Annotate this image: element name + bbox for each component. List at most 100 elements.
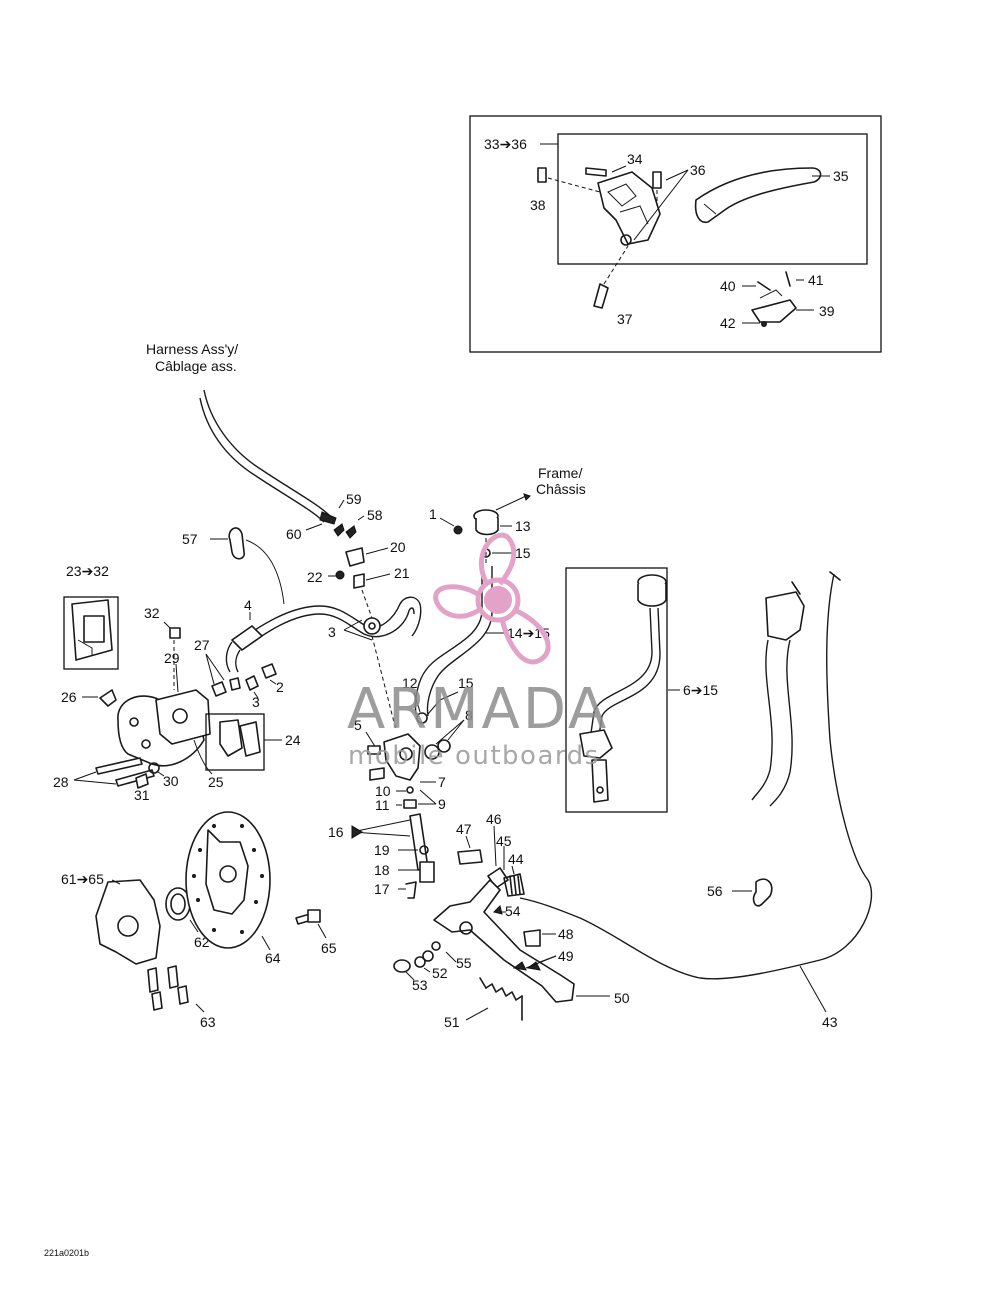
callout-3-lower: 3 <box>252 694 260 710</box>
caliper-group: 23➔32 32 29 26 27 2 3 24 <box>53 563 301 803</box>
hose-clip-part <box>228 527 245 560</box>
brake-pads-frame <box>205 713 265 771</box>
callout-45: 45 <box>496 833 512 849</box>
brake-pad-right <box>239 721 261 757</box>
brake-switch-part <box>345 547 365 567</box>
watermark-logo-hub <box>475 577 521 623</box>
callout-63: 63 <box>200 1014 216 1030</box>
callout-23-32: 23➔32 <box>66 563 109 579</box>
master-cylinder-group: 12 15 8 5 7 10 11 9 16 19 18 17 <box>328 675 474 899</box>
callout-35: 35 <box>833 168 849 184</box>
callout-51: 51 <box>444 1014 460 1030</box>
hub-disc-group: 61➔65 62 64 65 63 <box>61 811 337 1030</box>
frame-caption-line2: Châssis <box>536 481 586 497</box>
callout-53: 53 <box>412 977 428 993</box>
harness-caption-line2: Câblage ass. <box>155 358 237 374</box>
callout-37: 37 <box>617 311 633 327</box>
callout-42: 42 <box>720 315 736 331</box>
callout-17: 17 <box>374 881 390 897</box>
callout-49: 49 <box>558 948 574 964</box>
callout-15-mid: 15 <box>458 675 474 691</box>
callout-47: 47 <box>456 821 472 837</box>
callout-25: 25 <box>208 774 224 790</box>
callout-15-top: 15 <box>515 545 531 561</box>
callout-4: 4 <box>244 597 252 613</box>
brake-pad-left <box>219 719 243 757</box>
brake-lever-part <box>694 167 822 224</box>
callout-46: 46 <box>486 811 502 827</box>
callout-18: 18 <box>374 862 390 878</box>
spring-part <box>593 283 609 309</box>
inset-outer-frame <box>469 115 882 353</box>
handlebar-switch-part <box>765 591 805 641</box>
harness-caption-line1: Harness Ass'y/ <box>146 341 238 357</box>
callout-41: 41 <box>808 272 824 288</box>
callout-54: 54 <box>505 903 521 919</box>
callout-13: 13 <box>515 518 531 534</box>
callout-36: 36 <box>690 162 706 178</box>
callout-59: 59 <box>346 491 362 507</box>
brake-pedal-group: 47 46 45 44 54 48 49 50 55 52 <box>393 811 630 1030</box>
callout-61-65: 61➔65 <box>61 871 104 887</box>
callout-9: 9 <box>438 796 446 812</box>
callout-29: 29 <box>164 650 180 666</box>
callout-55: 55 <box>456 955 472 971</box>
callout-11: 11 <box>375 797 390 813</box>
callout-3-upper: 3 <box>328 624 336 640</box>
callout-19: 19 <box>374 842 390 858</box>
inset-inner-frame <box>557 133 868 265</box>
callout-30: 30 <box>163 773 179 789</box>
callout-56: 56 <box>707 883 723 899</box>
callout-33-36: 33➔36 <box>484 136 527 152</box>
callout-21: 21 <box>394 565 410 581</box>
rear-master-cylinder-group: 6➔15 <box>565 567 718 813</box>
caliper-body-part <box>155 689 211 745</box>
callout-43: 43 <box>822 1014 838 1030</box>
callout-32: 32 <box>144 605 160 621</box>
frame-caption-line1: Frame/ <box>538 465 582 481</box>
brake-line-group: 57 4 3 58 20 22 21 <box>182 507 422 731</box>
cable-group: 43 56 <box>519 571 873 1030</box>
callout-50: 50 <box>614 990 630 1006</box>
callout-48: 48 <box>558 926 574 942</box>
callout-52: 52 <box>432 965 448 981</box>
callout-2: 2 <box>276 679 284 695</box>
lever-housing-part <box>597 171 661 245</box>
callout-58: 58 <box>367 507 383 523</box>
callout-57: 57 <box>182 531 198 547</box>
pin-part <box>537 167 547 183</box>
callout-10: 10 <box>375 783 391 799</box>
callout-16: 16 <box>328 824 344 840</box>
callout-22: 22 <box>307 569 323 585</box>
callout-26: 26 <box>61 689 77 705</box>
callout-38: 38 <box>530 197 546 213</box>
callout-60: 60 <box>286 526 302 542</box>
callout-40: 40 <box>720 278 736 294</box>
callout-27: 27 <box>194 637 210 653</box>
callout-64: 64 <box>265 950 281 966</box>
brake-pedal-part <box>433 879 575 1003</box>
callout-28: 28 <box>53 774 69 790</box>
brake-disc-part <box>185 811 271 949</box>
drawing-code: 221a0201b <box>44 1248 89 1258</box>
callout-34: 34 <box>627 151 643 167</box>
armada-watermark: ARMADA mobile outboards <box>347 532 609 771</box>
callout-5: 5 <box>354 717 362 733</box>
callout-31: 31 <box>134 787 150 803</box>
callout-65: 65 <box>321 940 337 956</box>
hub-part <box>95 879 161 965</box>
caliper-inset-frame <box>63 596 119 670</box>
callout-8: 8 <box>465 707 473 723</box>
bracket-part <box>751 299 797 323</box>
harness-wire-group: Harness Ass'y/ Câblage ass. 59 60 <box>146 341 362 542</box>
rear-cylinder-frame <box>565 567 668 813</box>
callout-6-15: 6➔15 <box>683 682 718 698</box>
callout-20: 20 <box>390 539 406 555</box>
callout-12: 12 <box>402 675 418 691</box>
watermark-tagline: mobile outboards <box>348 741 600 771</box>
callout-39: 39 <box>819 303 835 319</box>
watermark-brand: ARMADA <box>347 677 609 742</box>
callout-24: 24 <box>285 732 301 748</box>
reservoir-group: Frame/ Châssis 1 13 15 14➔15 <box>414 465 586 717</box>
